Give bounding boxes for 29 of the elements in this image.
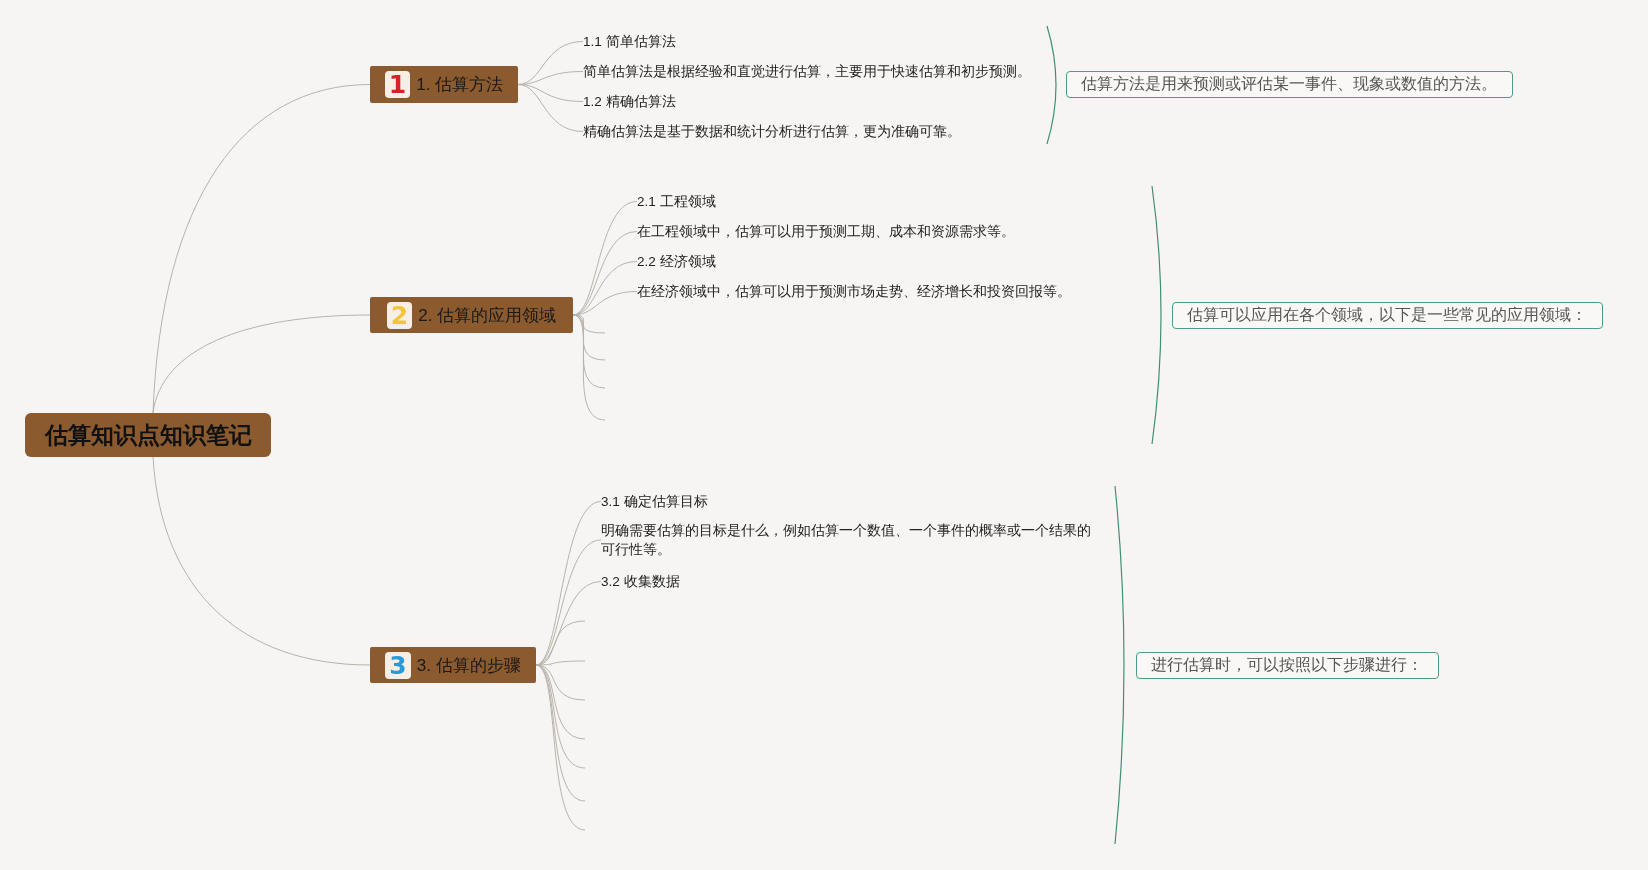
topic-label: 3. 估算的步骤 (416, 654, 521, 677)
subtopic-text: 在工程领域中，估算可以用于预测工期、成本和资源需求等。 (637, 222, 1015, 241)
number-badge: 2 (386, 301, 413, 329)
subtopic-text: 2.1 工程领域 (637, 192, 716, 211)
root-topic-box: 估算知识点知识笔记 (25, 413, 271, 457)
number-badge: 3 (385, 651, 411, 679)
subtopic-text: 1.2 精确估算法 (583, 92, 676, 111)
topic-box (370, 647, 536, 683)
summary-box: 进行估算时，可以按照以下步骤进行： (1136, 652, 1439, 679)
topic-label: 1. 估算方法 (416, 74, 504, 96)
subtopic-text: 1.1 简单估算法 (583, 32, 676, 51)
subtopic-text: 3.1 确定估算目标 (601, 492, 708, 511)
branch-line (152, 456, 371, 666)
summary-box: 估算方法是用来预测或评估某一事件、现象或数值的方法。 (1066, 71, 1513, 98)
summary-box: 估算可以应用在各个领域，以下是一些常见的应用领域： (1172, 302, 1603, 329)
subtopic-text: 在经济领域中，估算可以用于预测市场走势、经济增长和投资回报等。 (637, 282, 1071, 301)
number-badge: 1 (384, 71, 411, 98)
branch-line (152, 84, 371, 414)
branch-line (152, 314, 371, 414)
subtopic-text: 简单估算法是根据经验和直觉进行估算，主要用于快速估算和初步预测。 (583, 62, 1031, 81)
topic-box (370, 297, 573, 333)
subtopic-text: 精确估算法是基于数据和统计分析进行估算，更为准确可靠。 (583, 122, 961, 141)
branch-line (517, 84, 584, 132)
subtopic-text: 3.2 收集数据 (601, 572, 680, 591)
branch-line (535, 664, 586, 831)
subtopic-text: 明确需要估算的目标是什么，例如估算一个数值、一个事件的概率或一个结果的可行性等。 (601, 521, 1096, 559)
topic-box (370, 66, 518, 103)
subtopic-text: 2.2 经济领域 (637, 252, 716, 271)
topic-label: 2. 估算的应用领域 (418, 304, 557, 327)
